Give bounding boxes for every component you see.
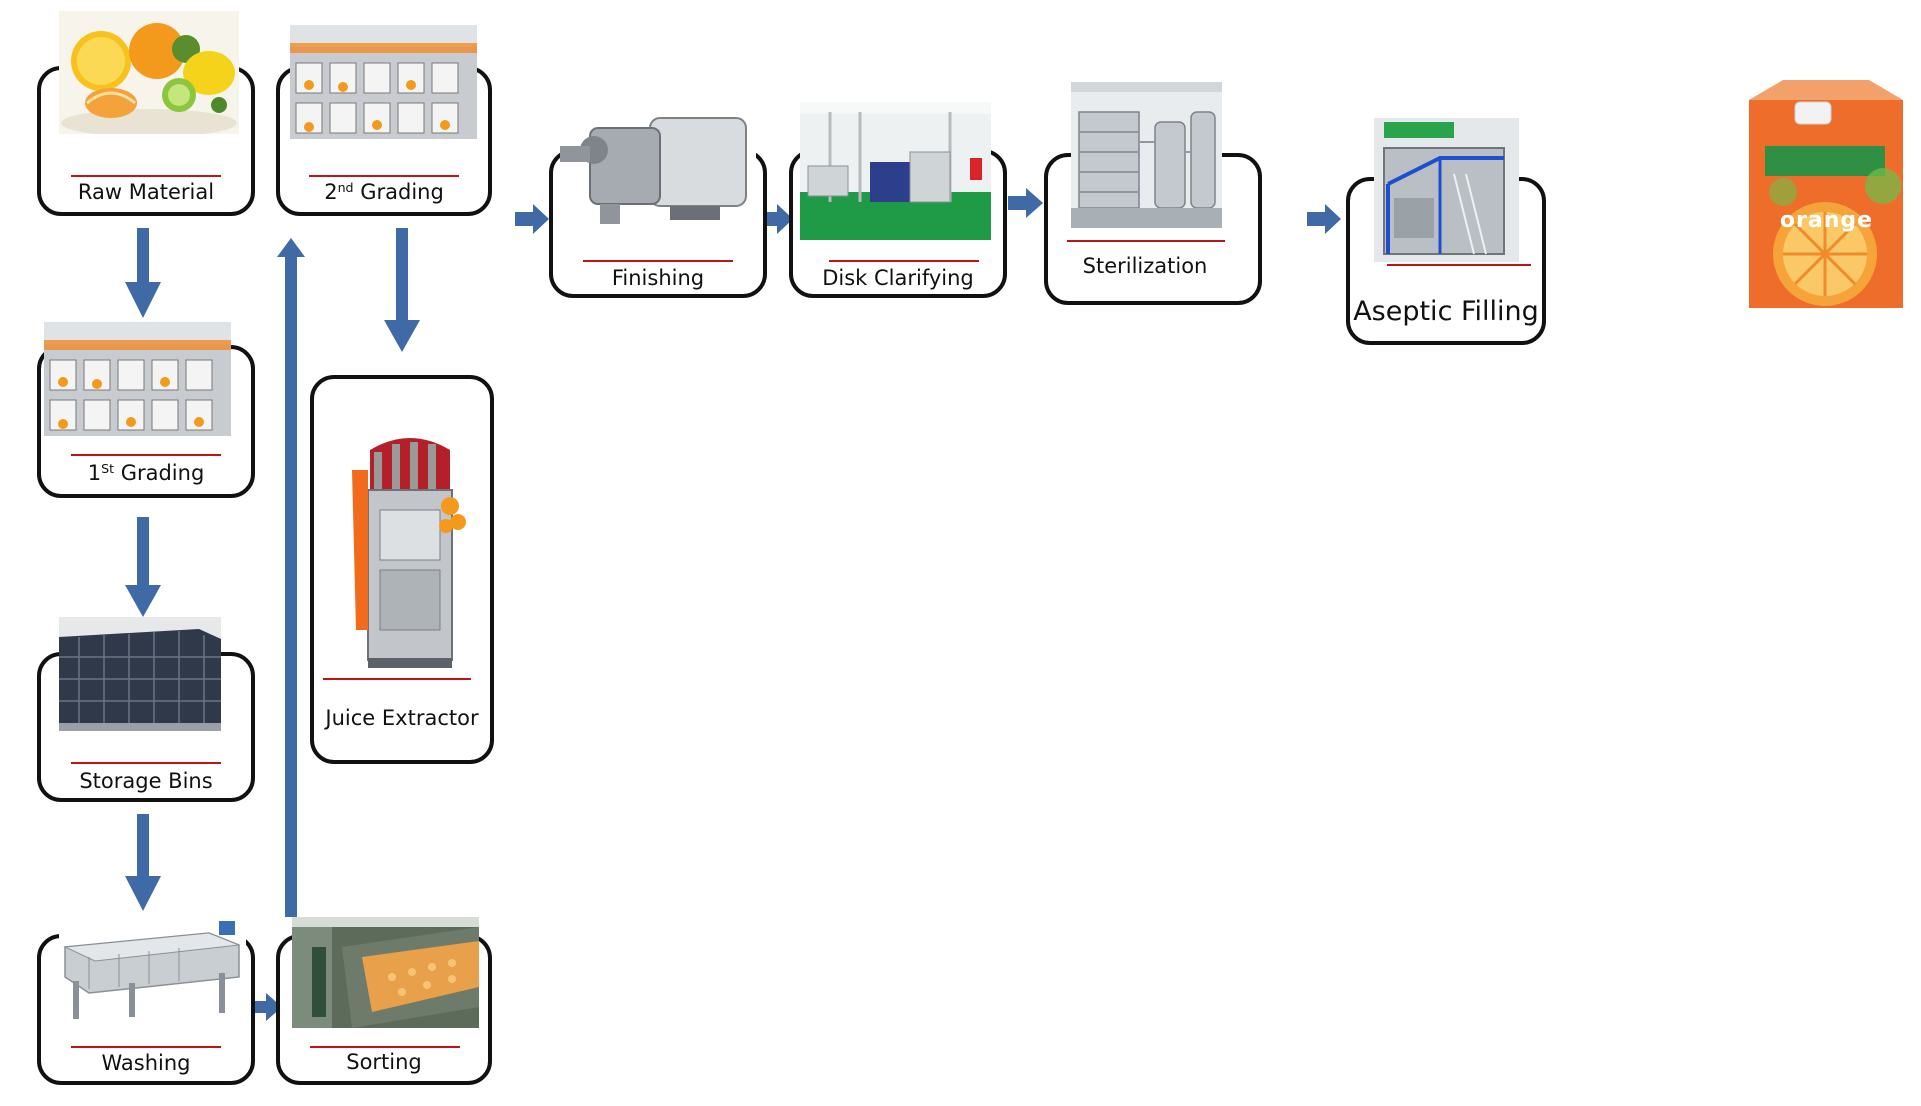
arrow-sterilization-to-filling: [1307, 204, 1341, 234]
disk-clarifying-label: Disk Clarifying: [791, 266, 1005, 290]
raw-material-photo: [59, 11, 239, 134]
sterilization-photo: [1071, 82, 1222, 228]
disk-clarifying-underline: [829, 260, 979, 262]
carton-brand-text: orange: [1743, 208, 1910, 233]
aseptic-filling-underline: [1387, 264, 1531, 266]
sorting-photo: [292, 917, 479, 1028]
raw-material-label: Raw Material: [39, 180, 253, 204]
washing-photo: [59, 917, 246, 1034]
grading-2-underline: [309, 175, 459, 177]
arrow-clarifying-to-sterilization: [1008, 188, 1043, 218]
grading-2-label: 2nd Grading: [278, 180, 490, 204]
grading-1-photo: [44, 322, 231, 436]
storage-bins-photo: [59, 617, 221, 731]
washing-underline: [71, 1046, 221, 1048]
arrow-storage-to-washing: [125, 814, 161, 911]
orange-juice-carton: orange: [1743, 76, 1910, 312]
grading-2-photo: [290, 25, 477, 139]
grading-1-underline: [71, 454, 221, 456]
disk-clarifying-photo: [800, 102, 991, 240]
finishing-underline: [583, 260, 733, 262]
storage-bins-label: Storage Bins: [39, 769, 253, 793]
grading-1-label: 1St Grading: [39, 461, 253, 485]
arrow-grading1-to-storage: [125, 517, 161, 617]
juice-extractor-photo: [346, 430, 474, 670]
sterilization-label: Sterilization: [1046, 254, 1244, 278]
arrow-grading2-to-extractor: [384, 228, 420, 352]
finishing-photo: [560, 110, 756, 230]
arrow-to-finishing: [515, 204, 549, 234]
arrow-raw-to-grading1: [125, 228, 161, 318]
washing-label: Washing: [39, 1051, 253, 1075]
raw-material-underline: [71, 175, 221, 177]
juice-extractor-underline: [323, 678, 471, 680]
juice-extractor-label: Juice Extractor: [312, 706, 492, 730]
aseptic-filling-photo: [1374, 118, 1519, 262]
storage-bins-underline: [71, 762, 221, 764]
arrow-sorting-to-grading2: [277, 238, 305, 917]
sorting-label: Sorting: [278, 1050, 490, 1074]
finishing-label: Finishing: [551, 266, 765, 290]
sorting-underline: [310, 1046, 460, 1048]
sterilization-underline: [1067, 240, 1225, 242]
aseptic-filling-label: Aseptic Filling: [1348, 296, 1544, 327]
